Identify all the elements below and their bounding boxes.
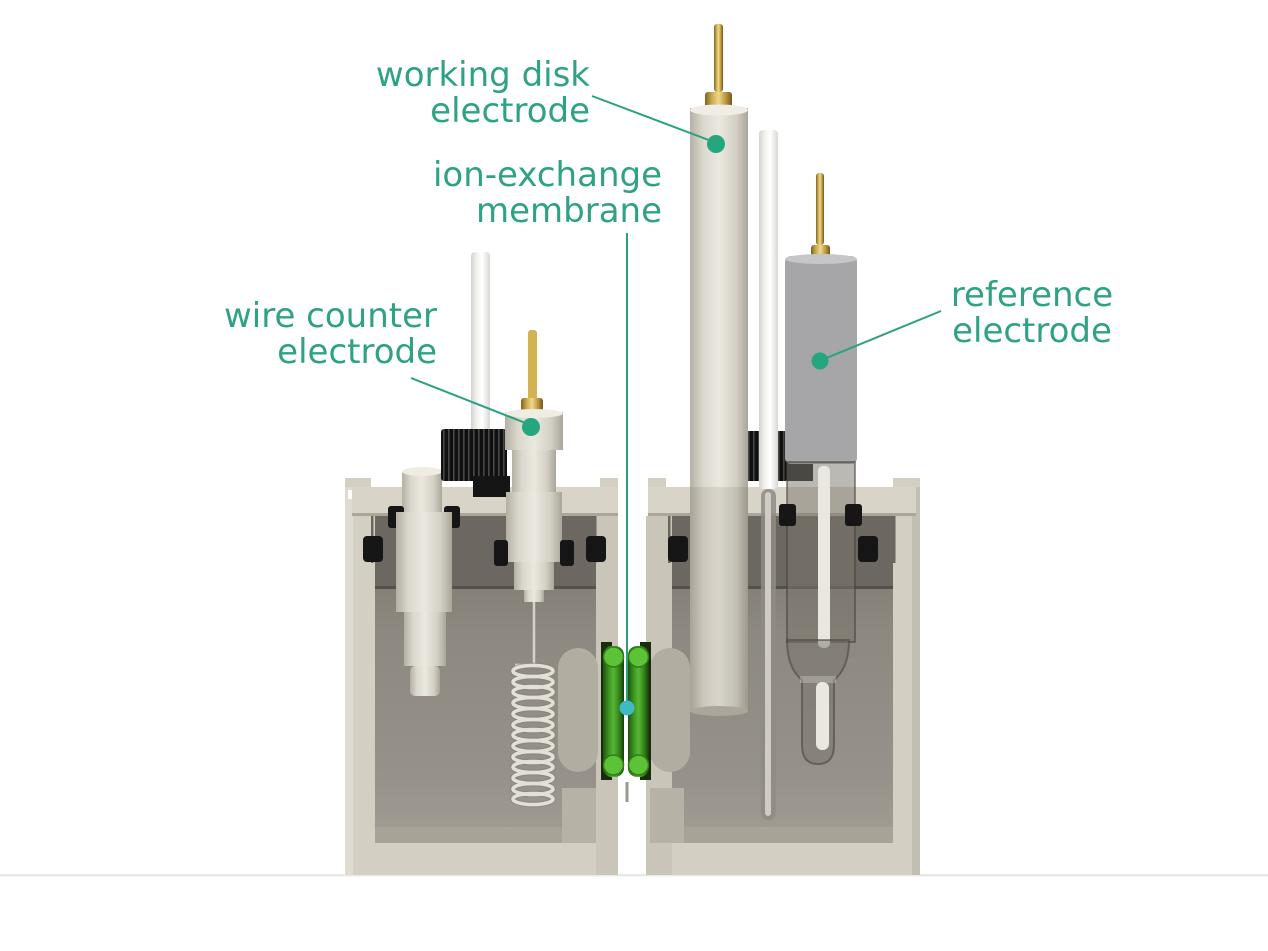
callouts: [410, 95, 942, 716]
left-membrane-boss: [558, 648, 598, 772]
membrane-tube-right: [628, 646, 649, 777]
callout-dot-counter-electrode: [522, 418, 540, 436]
reference-glass-junction: [800, 676, 836, 683]
right-floor-step: [650, 788, 684, 843]
membrane-oring-top-left: [602, 646, 625, 668]
right-cavity-shelf: [672, 586, 893, 589]
label-counter-line2: electrode: [277, 332, 437, 372]
right-wall-seam: [893, 487, 896, 563]
label-working-disk-line1: working disk: [376, 55, 590, 95]
left-cell-edge-highlight: [345, 487, 353, 875]
left-plug-body: [396, 512, 452, 612]
left-floor-step: [562, 788, 596, 843]
left-white-tube: [471, 252, 490, 434]
label-counter-line1: wire counter: [224, 296, 437, 336]
working-electrode-bottom-face: [690, 706, 748, 716]
reference-inner-rod: [818, 466, 830, 648]
right-cell-top-carve: [666, 478, 893, 487]
black-cap-left: [441, 429, 510, 497]
ion-exchange-membrane-assembly: [601, 642, 651, 802]
reference-body-top-face: [785, 254, 857, 264]
labels: working disk electrode ion-exchange memb…: [224, 55, 1113, 372]
left-wall-oring: [363, 536, 383, 562]
label-working-disk-line2: electrode: [430, 91, 590, 131]
left-inner-oring: [586, 536, 606, 562]
thin-tube-upper: [759, 130, 778, 489]
reference-glass-oring-a: [779, 504, 796, 526]
leader-reference-electrode: [823, 310, 942, 360]
thin-tube-core: [765, 492, 771, 816]
membrane-oring-top-right: [627, 646, 650, 668]
knurled-cap-left: [441, 429, 507, 481]
counter-electrode-pin: [528, 330, 537, 402]
right-inner-oring: [668, 536, 688, 562]
counter-fitting-taper: [514, 562, 554, 590]
left-cell-body: [345, 478, 618, 875]
right-cavity-floor: [672, 827, 893, 843]
right-membrane-boss: [650, 648, 690, 772]
membrane-oring-bottom-left: [602, 754, 625, 776]
working-electrode-pin: [714, 24, 723, 92]
counter-electrode-coil: [510, 662, 556, 808]
reference-electrode-pin: [816, 173, 824, 245]
callout-dot-working-electrode: [707, 135, 725, 153]
label-membrane-line2: membrane: [476, 191, 662, 231]
label-reference-line2: electrode: [952, 311, 1112, 351]
left-cavity-shelf: [375, 586, 596, 589]
ground-line: [0, 874, 1268, 877]
working-electrode-top-face: [690, 104, 748, 116]
label-reference-line1: reference: [951, 275, 1113, 315]
leader-counter-electrode: [410, 377, 529, 425]
right-inner-seam: [668, 487, 671, 563]
left-cell-fittings: [388, 252, 574, 808]
right-cell-edge-shade: [912, 487, 920, 875]
counter-fitting-neck: [512, 450, 556, 492]
ground: [0, 871, 1268, 877]
membrane-tube-left: [603, 646, 624, 777]
working-electrode-cylinder: [690, 108, 748, 712]
counter-fitting-tip: [524, 590, 544, 602]
left-cavity-floor: [375, 827, 596, 843]
wire-counter-electrode-assembly: [494, 330, 574, 808]
membrane-oring-bottom-right: [627, 754, 650, 776]
counter-tube-oring-a: [494, 540, 508, 566]
left-lid-shadow: [352, 513, 618, 516]
counter-tube-oring-b: [560, 540, 574, 566]
working-electrode-submerged-shade: [690, 487, 748, 712]
callout-dot-reference-electrode: [811, 352, 829, 370]
counter-fitting-tube: [506, 492, 562, 562]
callout-dot-membrane: [619, 700, 635, 716]
cap-left-extension: [473, 476, 510, 497]
reference-inner-rod-tip: [816, 682, 829, 750]
right-thin-tube: [759, 130, 778, 820]
left-inner-seam: [594, 487, 597, 563]
right-cell-body: [646, 478, 920, 875]
left-plug-top-face: [402, 467, 442, 476]
counter-block-top-face: [505, 409, 563, 418]
left-plug-top: [402, 470, 442, 516]
right-wall-oring: [858, 536, 878, 562]
left-wall-seam: [371, 487, 374, 563]
leader-working-electrode: [591, 95, 715, 143]
membrane-sheet-edge: [625, 782, 629, 802]
left-plug-tip: [410, 666, 440, 696]
working-disk-electrode-assembly: [690, 24, 748, 716]
label-membrane-line1: ion-exchange: [433, 155, 662, 195]
left-plug-step: [404, 612, 446, 666]
left-port-plug: [388, 467, 460, 696]
reference-glass-oring-b: [845, 504, 862, 526]
right-cell-fittings: [690, 24, 862, 820]
